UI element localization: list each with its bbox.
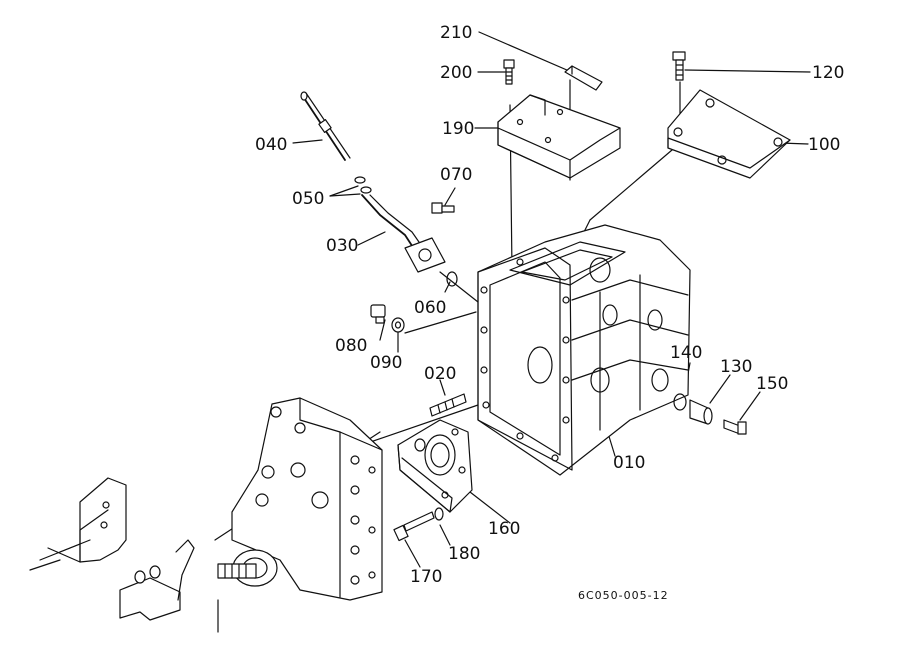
label-040: 040 — [255, 135, 287, 155]
o-ring-060 — [446, 271, 458, 287]
washer-090 — [391, 317, 405, 333]
plate-210 — [564, 65, 603, 91]
label-080: 080 — [335, 336, 367, 356]
label-010: 010 — [613, 453, 645, 473]
label-190: 190 — [442, 119, 474, 139]
label-120: 120 — [812, 63, 844, 83]
o-ring-140 — [673, 393, 687, 411]
mounting-bracket — [29, 477, 195, 621]
label-180: 180 — [448, 544, 480, 564]
label-050: 050 — [292, 189, 324, 209]
bolt-150 — [723, 419, 747, 435]
label-090: 090 — [370, 353, 402, 373]
label-130: 130 — [720, 357, 752, 377]
bracket-190 — [497, 94, 621, 179]
o-rings-050 — [354, 176, 372, 194]
label-070: 070 — [440, 165, 472, 185]
bolt-170 — [393, 511, 435, 542]
cover-plate-100 — [667, 89, 791, 179]
label-210: 210 — [440, 23, 472, 43]
bolt-120 — [672, 51, 686, 81]
cap-130 — [689, 399, 713, 425]
housing-160 — [397, 419, 473, 513]
dipstick-040 — [300, 91, 351, 161]
plug-080 — [370, 304, 386, 324]
label-140: 140 — [670, 343, 702, 363]
label-060: 060 — [414, 298, 446, 318]
label-030: 030 — [326, 236, 358, 256]
label-200: 200 — [440, 63, 472, 83]
bolt-070 — [431, 202, 455, 214]
label-170: 170 — [410, 567, 442, 587]
front-housing-assembly — [217, 397, 383, 601]
label-160: 160 — [488, 519, 520, 539]
part-labels: 210 200 190 120 100 040 050 070 030 060 … — [255, 23, 844, 602]
transmission-case-010 — [477, 224, 691, 476]
label-020: 020 — [424, 364, 456, 384]
guide-pipe-030 — [361, 194, 446, 273]
bolt-200 — [503, 59, 515, 85]
washer-180 — [434, 507, 444, 521]
label-150: 150 — [756, 374, 788, 394]
drawing-reference-code: 6C050-005-12 — [578, 589, 669, 602]
label-100: 100 — [808, 135, 840, 155]
stud-020 — [429, 393, 467, 417]
